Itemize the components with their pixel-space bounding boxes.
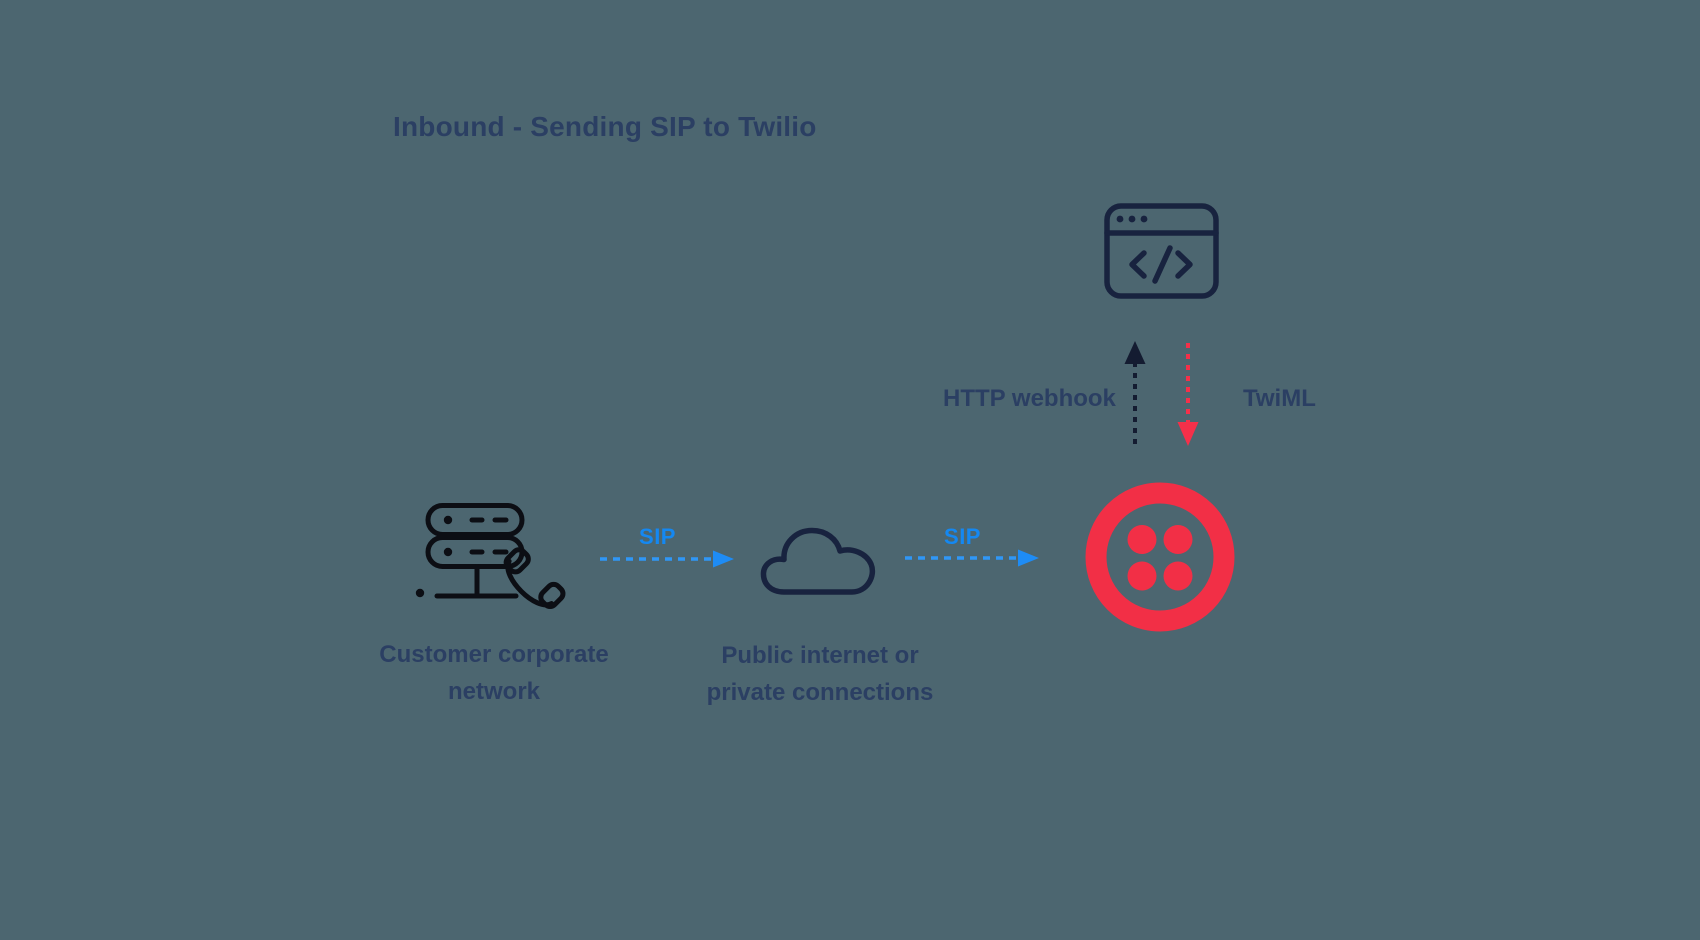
twiml-arrow — [1177, 343, 1199, 446]
sip-label-2: SIP — [944, 524, 981, 549]
customer-network-node — [415, 503, 575, 615]
code-browser-icon — [1104, 203, 1219, 299]
twilio-node — [1085, 482, 1235, 632]
twilio-logo-icon — [1085, 482, 1235, 632]
cloud-icon — [760, 527, 875, 595]
sip-arrow-1 — [600, 550, 734, 568]
twiml-label: TwiML — [1243, 385, 1316, 412]
server-phone-icon — [415, 503, 566, 610]
internet-node — [759, 521, 884, 598]
sip-label-1: SIP — [639, 524, 676, 549]
http-webhook-arrow — [1124, 341, 1146, 444]
customer-network-label: Customer corporate network — [379, 641, 609, 705]
internet-label: Public internet or private connections — [706, 642, 934, 706]
phone-handset-icon — [503, 547, 566, 610]
http-webhook-label: HTTP webhook — [943, 385, 1116, 412]
diagram-title: Inbound - Sending SIP to Twilio — [393, 111, 817, 142]
sip-arrow-2 — [905, 549, 1039, 567]
webhook-app-node — [1104, 203, 1219, 299]
